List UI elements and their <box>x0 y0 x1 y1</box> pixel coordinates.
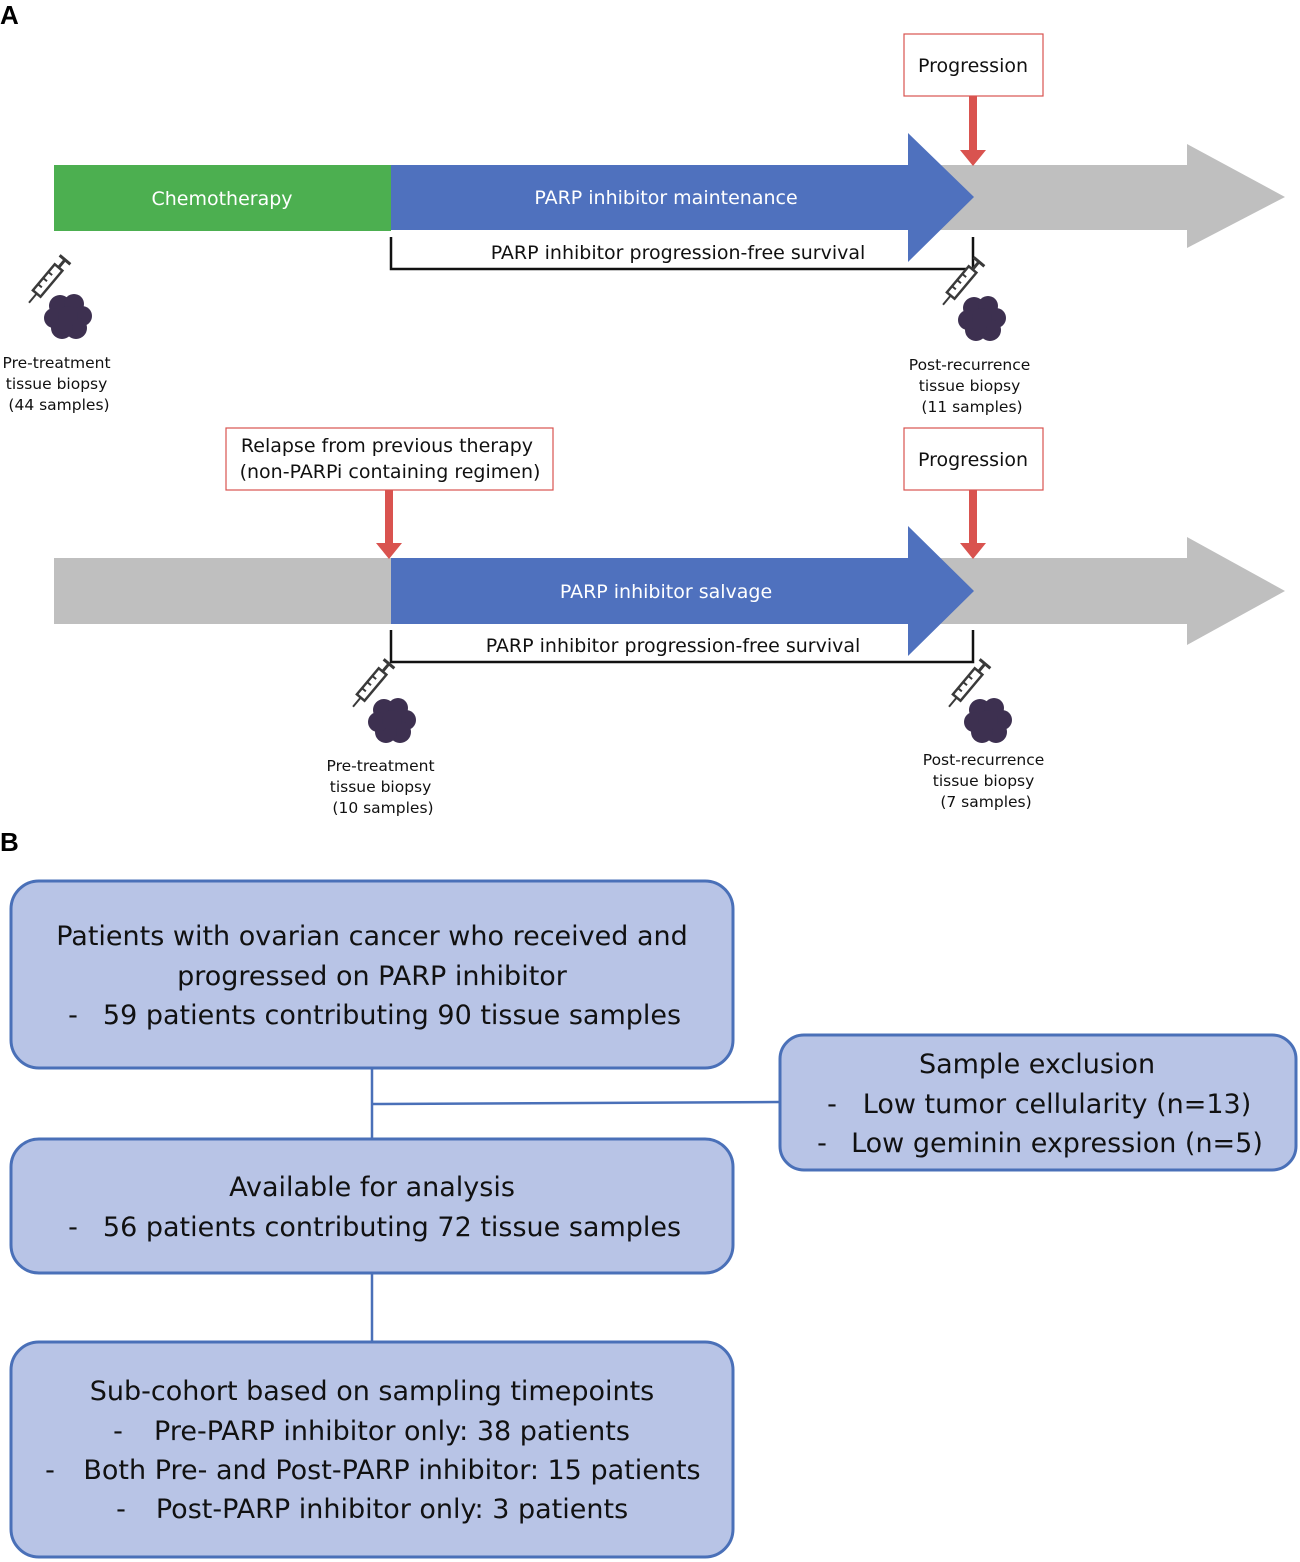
box-enrolled: Patients with ovarian cancer who receive… <box>9 879 735 1070</box>
chemotherapy-label: Chemotherapy <box>151 188 292 210</box>
relapse-label: Relapse from previous therapy (non-PARPi… <box>240 435 541 483</box>
pfs-label-2: PARP inhibitor progression-free survival <box>486 635 861 657</box>
panel-b-label: B <box>0 827 19 857</box>
pre-treatment-biopsy-icon-1 <box>22 253 94 341</box>
flow-connectors <box>370 1068 781 1342</box>
chemotherapy-bar <box>54 165 391 231</box>
pre-treatment-biopsy-icon-2 <box>346 657 418 745</box>
pre-biopsy-label-1: Pre-treatment tissue biopsy (44 samples) <box>3 354 116 414</box>
box3-bullet-1: - <box>113 1416 123 1447</box>
post-recurrence-biopsy-icon-2 <box>942 657 1014 745</box>
relapse-arrow <box>376 490 402 559</box>
progression-callout-1 <box>903 33 1044 97</box>
box-available: Available for analysis - 56 patients con… <box>9 1137 735 1275</box>
box3-bullet-3: - <box>116 1494 126 1525</box>
box1-line1: Patients with ovarian cancer who receive… <box>56 921 688 952</box>
box2-line2: 56 patients contributing 72 tissue sampl… <box>103 1212 681 1243</box>
pfs-bracket-1 <box>389 237 975 271</box>
pre-biopsy-label-2: Pre-treatment tissue biopsy (10 samples) <box>327 757 440 817</box>
parp-salvage-arrow <box>391 526 974 656</box>
box3-title: Sub-cohort based on sampling timepoints <box>90 1376 655 1407</box>
pfs-bracket-2 <box>389 630 975 664</box>
gray-arrow-2 <box>940 537 1285 645</box>
box3-line1: Pre-PARP inhibitor only: 38 patients <box>154 1416 630 1447</box>
box1-bullet: - <box>68 1000 78 1031</box>
box1-line2: progressed on PARP inhibitor <box>177 961 568 992</box>
progression-arrow-1 <box>960 96 986 166</box>
box3-line3: Post-PARP inhibitor only: 3 patients <box>156 1494 628 1525</box>
box-subcohort: Sub-cohort based on sampling timepoints … <box>9 1340 735 1559</box>
pfs-label-1: PARP inhibitor progression-free survival <box>491 242 866 264</box>
parp-salvage-label: PARP inhibitor salvage <box>560 581 772 603</box>
timeline-2: PARP inhibitor salvage PARP inhibitor pr… <box>54 427 1285 817</box>
progression-arrow-2 <box>960 490 986 559</box>
exclusion-line2: Low geminin expression (n=5) <box>851 1128 1263 1159</box>
box2-bullet: - <box>68 1212 78 1243</box>
post-biopsy-label-2: Post-recurrence tissue biopsy (7 samples… <box>923 751 1049 811</box>
parp-maintenance-label: PARP inhibitor maintenance <box>534 187 797 209</box>
gray-arrow-1 <box>940 144 1285 248</box>
gray-bar-left-2 <box>54 558 394 624</box>
box3-line2: Both Pre- and Post-PARP inhibitor: 15 pa… <box>83 1455 700 1486</box>
box-exclusion: Sample exclusion - Low tumor cellularity… <box>778 1033 1298 1172</box>
timeline-1: Chemotherapy PARP inhibitor maintenance … <box>3 33 1285 416</box>
exclusion-line1: Low tumor cellularity (n=13) <box>863 1089 1251 1120</box>
progression-label-1: Progression <box>918 55 1028 77</box>
exclusion-title: Sample exclusion <box>919 1049 1155 1080</box>
box1-line3: 59 patients contributing 90 tissue sampl… <box>103 1000 681 1031</box>
parp-maintenance-arrow <box>391 133 974 262</box>
exclusion-bullet-2: - <box>817 1128 827 1159</box>
progression-label-2: Progression <box>918 449 1028 471</box>
exclusion-bullet-1: - <box>827 1089 837 1120</box>
panel-a-label: A <box>0 0 19 30</box>
relapse-callout <box>225 427 554 491</box>
box3-bullet-2: - <box>45 1455 55 1486</box>
post-biopsy-label-1: Post-recurrence tissue biopsy (11 sample… <box>909 356 1035 416</box>
box2-line1: Available for analysis <box>229 1172 515 1203</box>
